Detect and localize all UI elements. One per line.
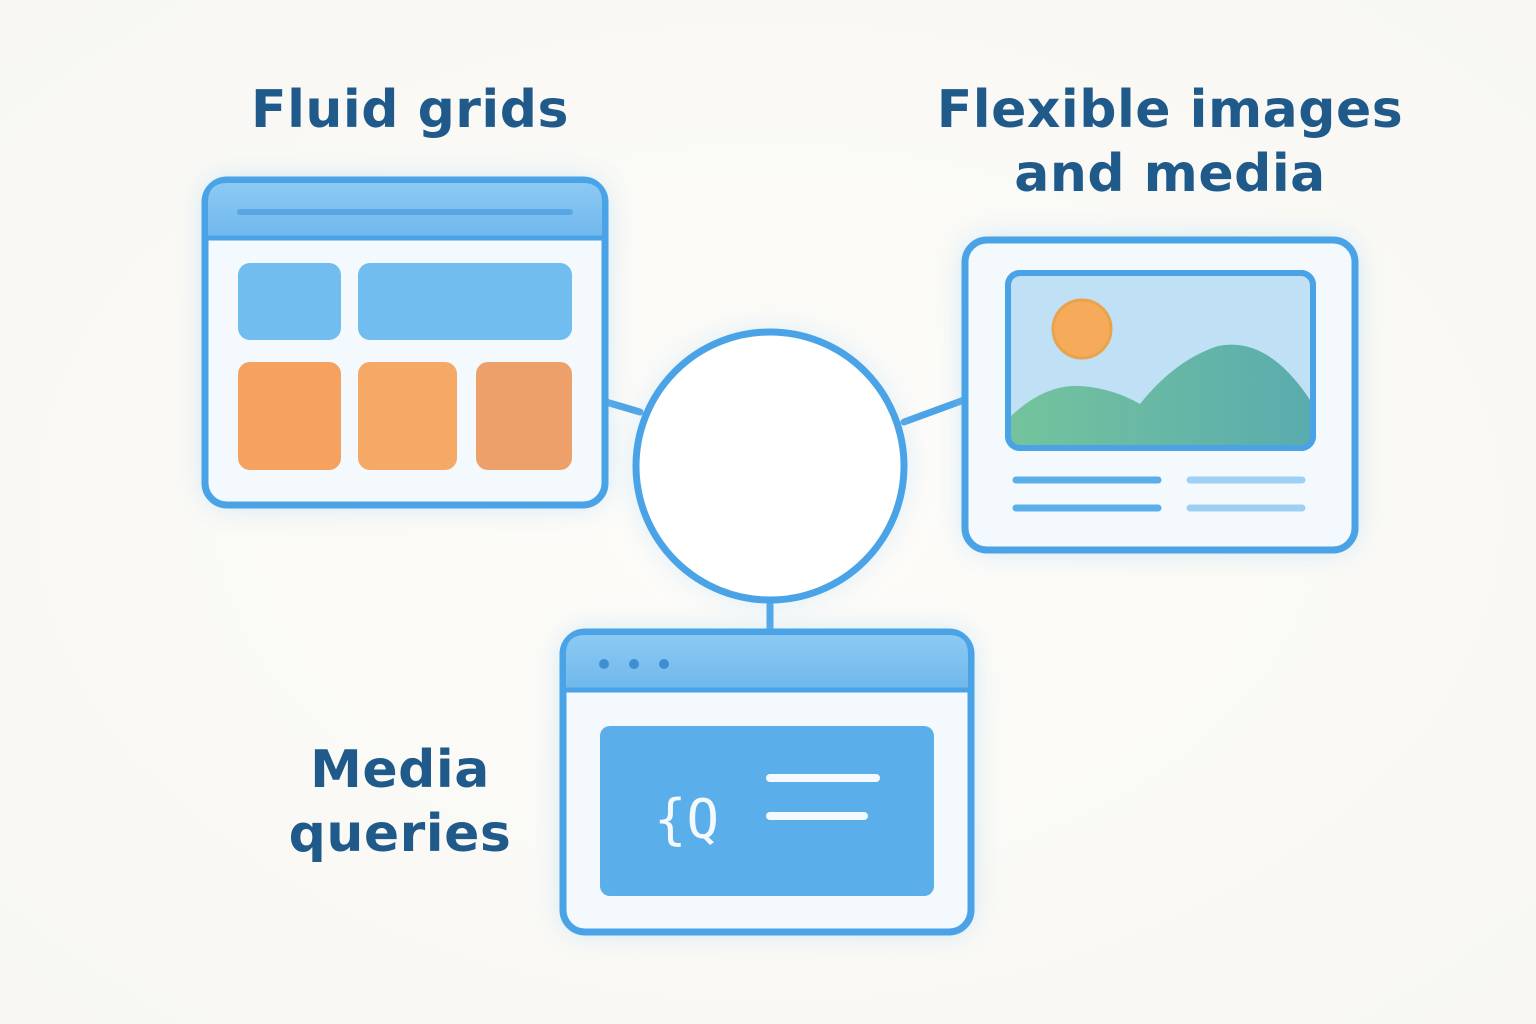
- code-panel: [600, 726, 934, 896]
- label-flexible-line1: Flexible images: [936, 80, 1404, 140]
- window-dot-1: [599, 659, 609, 669]
- code-glyph: {Q: [654, 788, 719, 851]
- connector-flexible: [900, 396, 968, 426]
- window-dot-2: [629, 659, 639, 669]
- sun-icon: [1051, 298, 1113, 360]
- code-window-icon: {Q: [559, 628, 975, 936]
- connector-fluid: [602, 398, 644, 416]
- grid-tile-orange-1: [238, 362, 341, 470]
- hub-circle-icon: [632, 328, 908, 604]
- label-fluid-grids-text: Fluid grids: [251, 80, 569, 140]
- label-media-line2: queries: [288, 804, 512, 864]
- grid-tile-orange-2: [358, 362, 457, 470]
- connector-lines: [602, 396, 968, 636]
- grid-tile-blue-wide: [358, 263, 572, 340]
- window-dot-3: [659, 659, 669, 669]
- label-flexible-images: Flexible images and media: [920, 78, 1420, 206]
- hills-icon: [1011, 344, 1310, 445]
- label-media-queries: Media queries: [260, 738, 540, 866]
- label-fluid-grids: Fluid grids: [210, 78, 610, 142]
- label-media-line1: Media: [310, 740, 490, 800]
- grid-layout-icon: [201, 176, 609, 509]
- image-media-icon: [961, 236, 1359, 554]
- label-flexible-line2: and media: [1014, 144, 1326, 204]
- grid-tile-orange-3: [476, 362, 572, 470]
- grid-tile-blue-small: [238, 263, 341, 340]
